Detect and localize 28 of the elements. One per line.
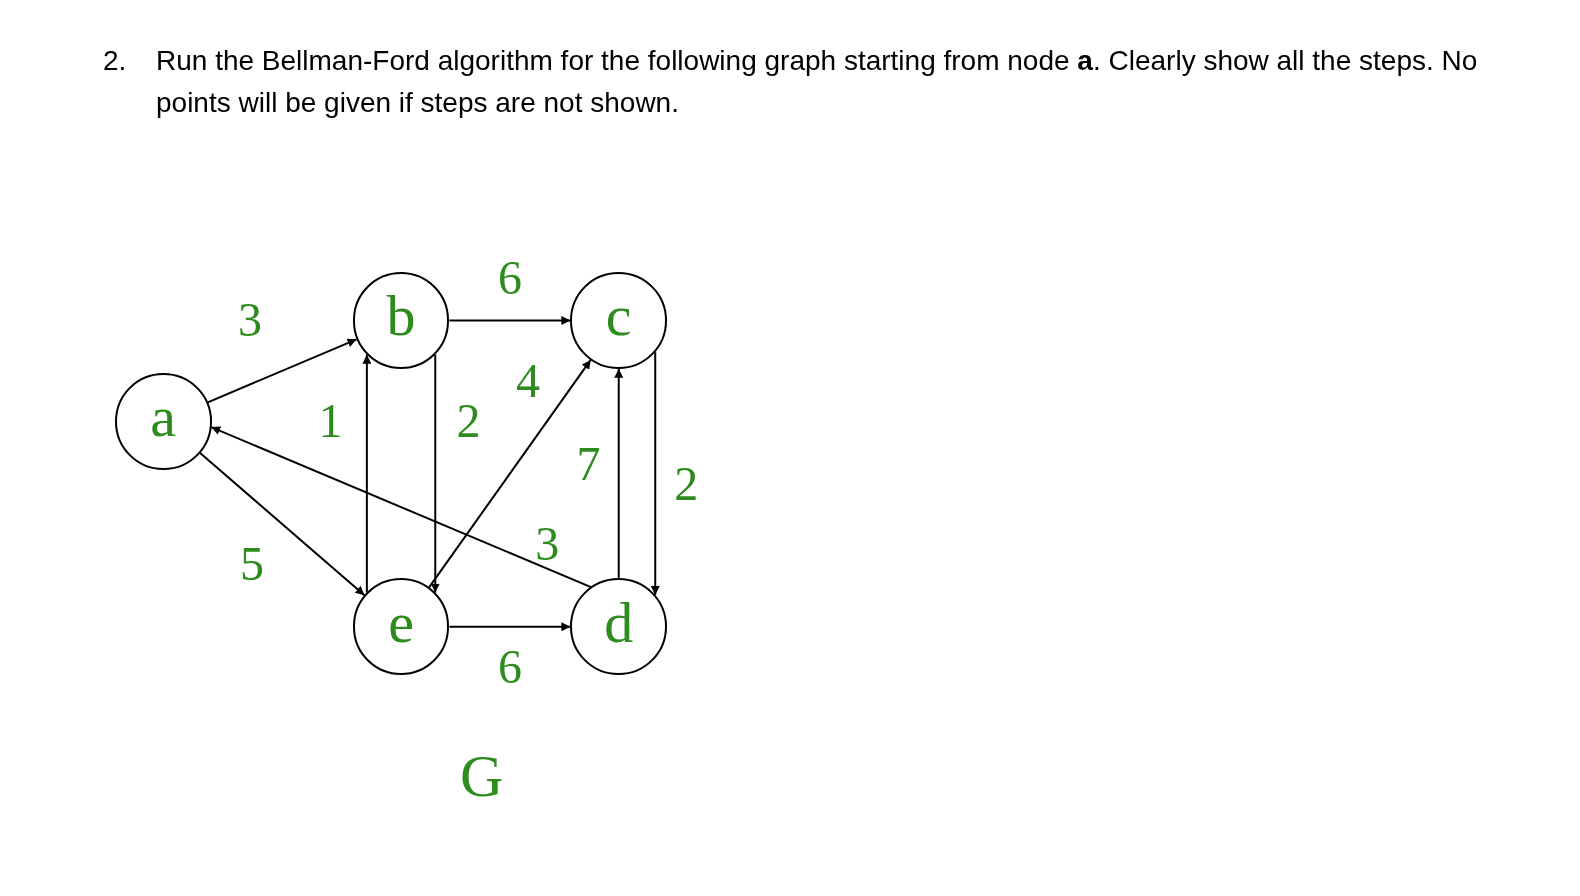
edge-label: 3 bbox=[237, 296, 262, 345]
edge-label: 1 bbox=[318, 397, 343, 446]
graph-node: a bbox=[114, 372, 212, 470]
edge-label: 3 bbox=[535, 520, 560, 569]
graph-node: d bbox=[570, 578, 668, 676]
graph-node: e bbox=[352, 578, 450, 676]
arrow bbox=[448, 622, 572, 632]
edge-label: 5 bbox=[239, 540, 264, 589]
arrow bbox=[362, 353, 372, 594]
edge-label: 2 bbox=[456, 397, 481, 446]
graph-node: b bbox=[352, 272, 450, 369]
arrow bbox=[206, 338, 358, 404]
arrow bbox=[210, 426, 592, 589]
question-number: 2. bbox=[103, 44, 127, 78]
graph-node: c bbox=[570, 272, 668, 369]
edge-label: 6 bbox=[497, 254, 522, 303]
question-text: Run the Bellman-Ford algorithm for the following graph starting from node a. Clearly show all the steps. No points will be given if steps are not shown. bbox=[156, 44, 1479, 120]
arrow bbox=[448, 315, 572, 325]
arrow bbox=[428, 358, 592, 589]
arrow bbox=[614, 367, 624, 580]
arrow bbox=[430, 353, 440, 594]
edge-label: 6 bbox=[497, 643, 522, 692]
arrow bbox=[650, 351, 660, 597]
arrow bbox=[198, 451, 366, 597]
edge-label: 7 bbox=[576, 439, 601, 488]
edge-label: 4 bbox=[516, 356, 541, 405]
graph-name: G bbox=[460, 745, 504, 806]
edge-label: 2 bbox=[674, 459, 699, 508]
